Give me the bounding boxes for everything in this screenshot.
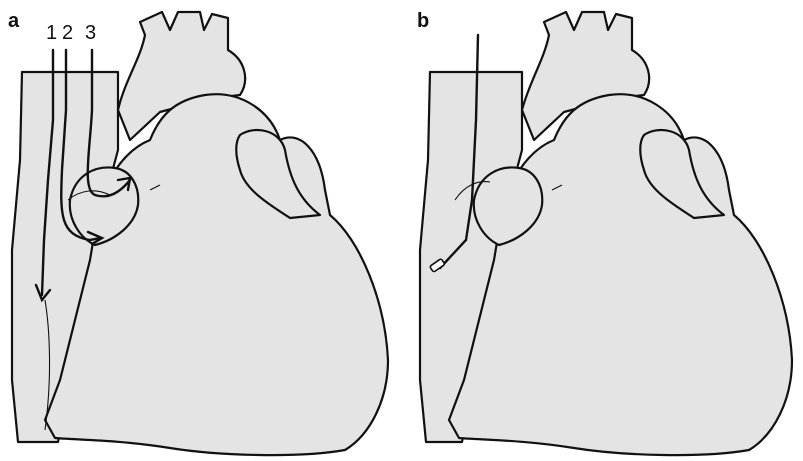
heart-a: [12, 12, 388, 455]
